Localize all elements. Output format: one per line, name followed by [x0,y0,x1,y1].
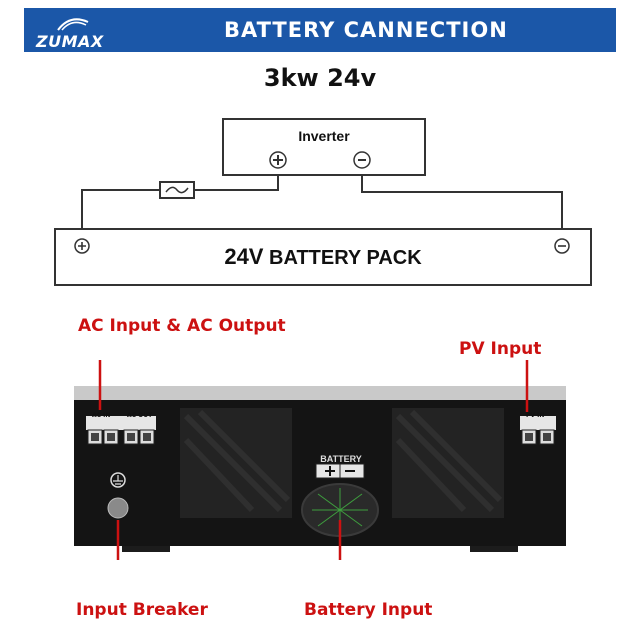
callout-ac-input-output: AC Input & AC Output [78,316,286,336]
battery-negative-terminal-icon [554,238,570,254]
battery-positive-terminal-icon [74,238,90,254]
battery-pack-label: 24V BATTERY PACK [56,244,590,270]
header-bar: ZUMAX BATTERY CANNECTION [24,8,616,52]
callout-lines [98,360,529,560]
callout-battery-input: Battery Input [304,600,433,620]
fan-grille-right [392,408,504,518]
battery-terminal-label: BATTERY [320,454,362,464]
logo-swoosh-icon [57,18,89,31]
brand-name: ZUMAX [36,32,104,51]
positive-wire-battery [81,189,160,232]
brand-logo: ZUMAX [30,10,120,51]
ac-terminals [87,429,155,445]
fan-grille-left [180,408,292,518]
battery-pack-box: 24V BATTERY PACK [54,228,592,286]
callout-pv-input: PV Input [459,339,542,359]
page-title: BATTERY CANNECTION [224,18,508,42]
ac-in-label: AC IN [92,412,111,419]
pv-terminals [521,429,555,445]
inverter-back-panel [74,360,566,560]
callout-input-breaker: Input Breaker [76,600,208,620]
battery-pack-voltage: 24V [224,244,264,269]
battery-pack-text: BATTERY PACK [269,247,422,269]
system-spec-title: 3kw 24v [263,64,377,92]
inverter-positive-terminal-icon [269,151,287,169]
ac-out-label: AC OUT [127,412,153,419]
inverter-label: Inverter [298,128,350,144]
input-breaker-knob [107,497,129,519]
negative-wire [361,168,563,232]
inverter-negative-terminal-icon [353,151,371,169]
pv-in-label: PV IN [526,412,545,419]
inverter-box: Inverter [222,118,426,176]
